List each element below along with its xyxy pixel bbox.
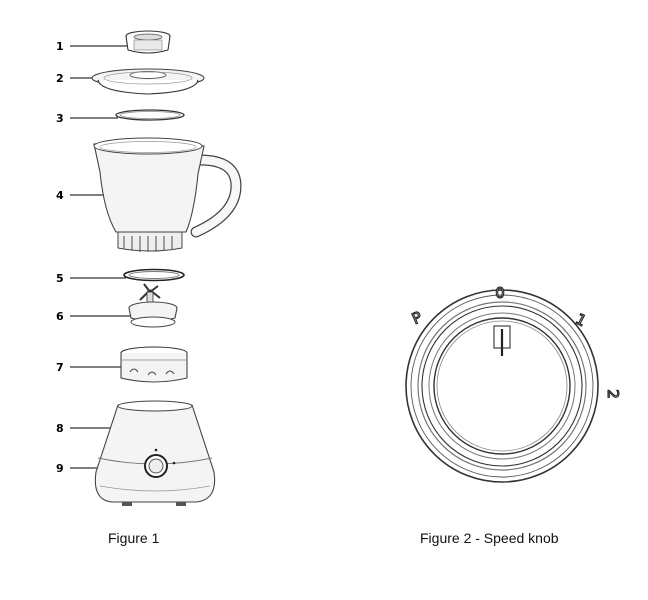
callout-number-1: 1 (56, 40, 64, 53)
speed-label-0: 0 (495, 284, 505, 302)
callout-numbers: 1 2 3 4 5 6 7 8 9 (56, 40, 64, 475)
sealing-ring-drawing (123, 268, 185, 282)
blade-assembly-drawing (128, 283, 178, 328)
speed-label-p: P (409, 308, 425, 328)
motor-base-drawing (94, 400, 216, 506)
speed-label-2: 2 (604, 389, 622, 399)
figure-2: P 0 1 2 Figure 2 - Speed knob (405, 283, 623, 546)
callout-number-7: 7 (56, 361, 64, 374)
callout-number-6: 6 (56, 310, 64, 323)
callout-number-5: 5 (56, 272, 64, 285)
figure-1: 1 2 3 4 5 6 7 8 9 (56, 30, 242, 546)
lid-drawing (91, 68, 205, 95)
callout-number-3: 3 (56, 112, 64, 125)
jug-base-drawing (120, 346, 188, 383)
jug-drawing (93, 137, 242, 252)
lid-seal-drawing (115, 109, 185, 121)
callout-number-8: 8 (56, 422, 64, 435)
speed-knob-drawing (144, 448, 176, 478)
lid-cap-drawing (125, 30, 171, 54)
callout-number-9: 9 (56, 462, 64, 475)
callout-number-4: 4 (56, 189, 64, 202)
figure-2-caption: Figure 2 - Speed knob (420, 530, 559, 546)
speed-knob-dial (405, 289, 599, 483)
callout-number-2: 2 (56, 72, 64, 85)
figure-1-caption: Figure 1 (108, 530, 160, 546)
pointer-notch (493, 325, 511, 356)
